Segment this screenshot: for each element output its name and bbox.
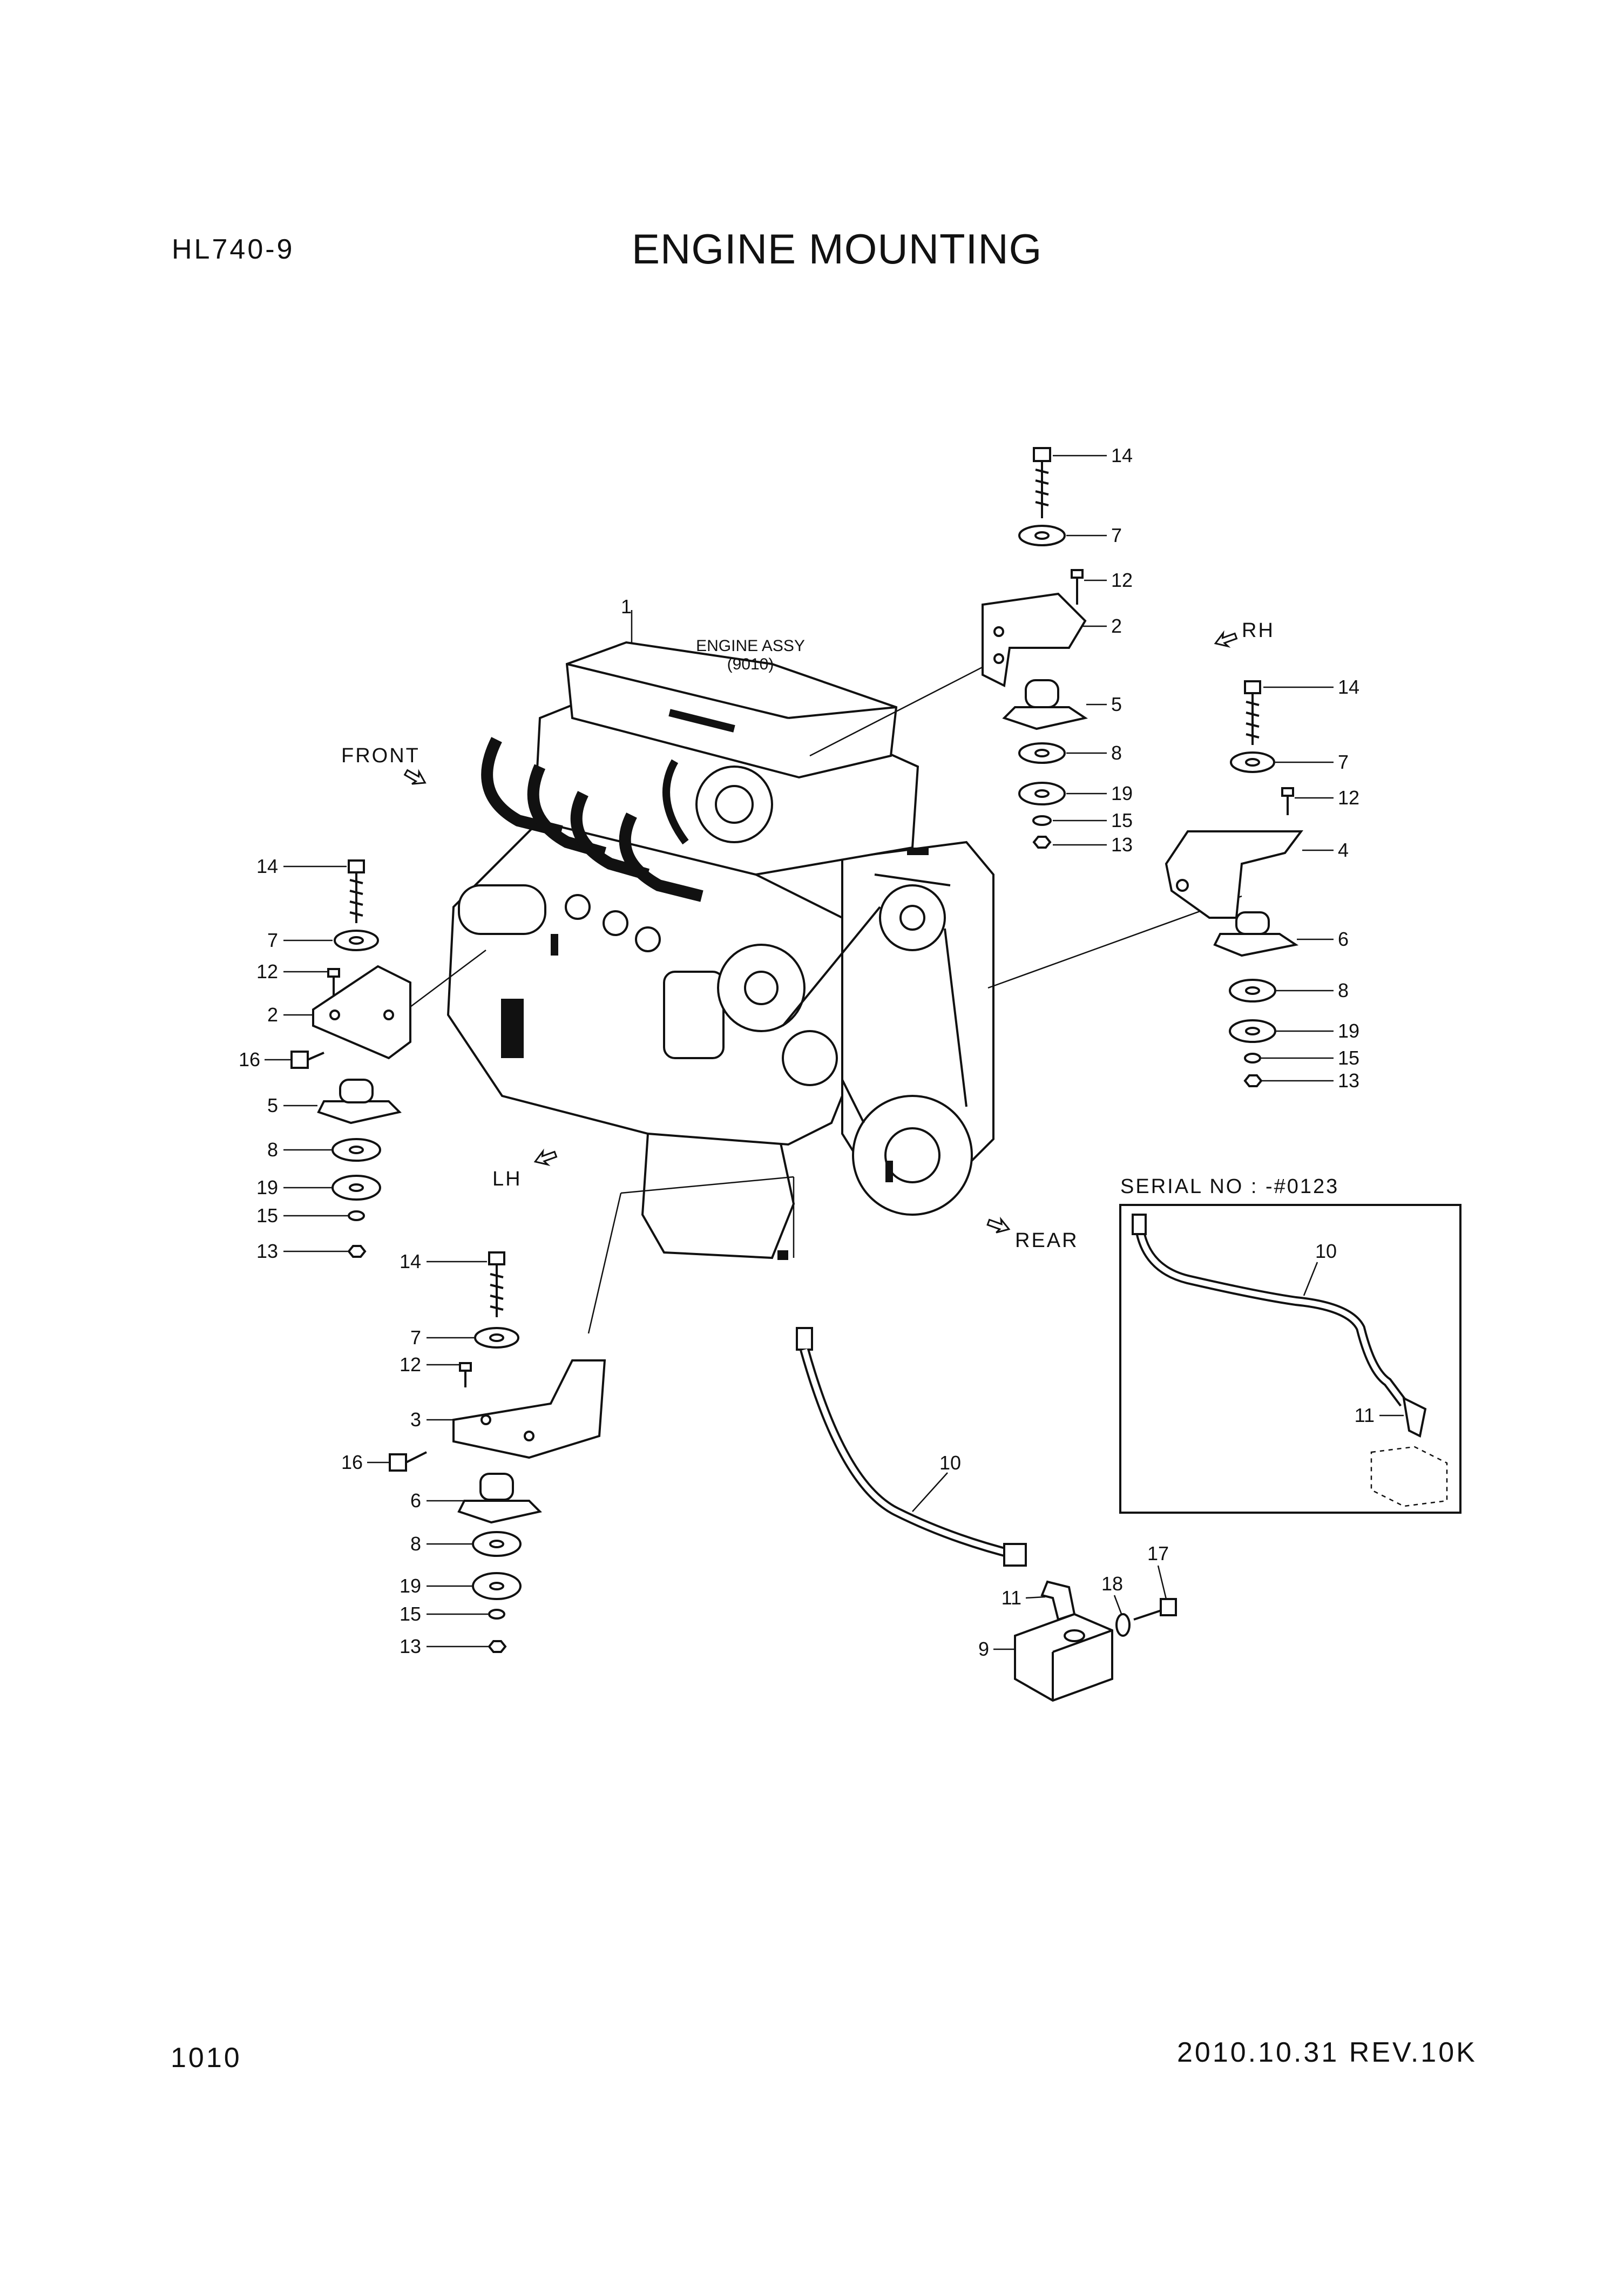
mount-stack-rh-rear [1165,680,1334,1087]
callout-2: 2 [1111,615,1122,637]
callout-19: 19 [256,1176,278,1198]
callout-13: 13 [1111,834,1133,856]
callout-numbers: 1 14 7 12 2 5 8 19 15 13 14 7 12 4 6 8 1… [239,444,1375,1660]
callout-14: 14 [1111,444,1133,466]
callout-15: 15 [1338,1047,1359,1069]
engine-assy-code: (9010) [727,655,774,673]
callout-7: 7 [267,929,278,951]
callout-7: 7 [410,1326,421,1349]
callout-2: 2 [267,1004,278,1026]
callout-6: 6 [410,1489,421,1512]
drain-hose-assembly [796,1327,1177,1702]
mount-stack-lh-rear [367,1251,606,1653]
callout-15: 15 [400,1603,421,1625]
callout-14: 14 [256,855,278,877]
label-text: ENGINE ASSY (9010) FRONT RH LH REAR SERI… [341,619,1339,1252]
callout-16: 16 [239,1048,260,1071]
page-number: 1010 [171,2042,242,2074]
callout-8: 8 [1338,979,1349,1001]
callout-19: 19 [1111,782,1133,804]
callout-9: 9 [978,1638,989,1660]
model-code: HL740-9 [172,234,295,265]
callout-5: 5 [267,1094,278,1116]
callout-12: 12 [400,1353,421,1376]
callout-8: 8 [1111,742,1122,764]
front-label: FRONT [341,744,420,767]
callout-18: 18 [1101,1573,1123,1595]
callout-8: 8 [410,1533,421,1555]
callout-13: 13 [400,1635,421,1657]
callout-11: 11 [1002,1587,1021,1609]
callout-6: 6 [1338,928,1349,950]
callout-15: 15 [1111,809,1133,831]
callout-7: 7 [1338,751,1349,773]
rh-label: RH [1242,619,1275,642]
engine-assembly [446,641,994,1260]
callout-8: 8 [267,1139,278,1161]
callout-4: 4 [1338,839,1349,861]
callout-3: 3 [410,1408,421,1431]
callout-14: 14 [400,1250,421,1272]
callout-12: 12 [1338,787,1359,809]
page-title: ENGINE MOUNTING [632,225,1043,273]
mount-stack-rh-front [982,447,1107,849]
rh-arrow-icon [1214,630,1238,648]
serial-inset [1119,1204,1461,1514]
serial-no-label: SERIAL NO : -#0123 [1120,1175,1339,1198]
callout-10: 10 [1315,1240,1337,1262]
callout-12: 12 [1111,569,1133,591]
callout-17: 17 [1147,1542,1169,1564]
callout-12: 12 [256,960,278,983]
callout-7: 7 [1111,524,1122,546]
callout-11: 11 [1355,1404,1375,1426]
direction-arrows [403,630,1238,1234]
callout-10: 10 [939,1452,961,1474]
callout-19: 19 [1338,1020,1359,1042]
lh-arrow-icon [533,1148,558,1166]
callout-14: 14 [1338,676,1359,698]
mount-stack-lh-front [265,859,411,1258]
callout-19: 19 [400,1575,421,1597]
lh-label: LH [492,1168,522,1190]
callout-16: 16 [341,1451,363,1473]
engine-assy-label: ENGINE ASSY [696,637,805,655]
callout-5: 5 [1111,693,1122,715]
front-arrow-icon [403,769,427,785]
rear-arrow-icon [986,1216,1011,1234]
callout-1: 1 [621,595,632,618]
callout-13: 13 [256,1240,278,1262]
rear-label: REAR [1015,1229,1079,1252]
callout-15: 15 [256,1204,278,1227]
revision-date: 2010.10.31 REV.10K [1177,2037,1477,2068]
callout-13: 13 [1338,1069,1359,1092]
